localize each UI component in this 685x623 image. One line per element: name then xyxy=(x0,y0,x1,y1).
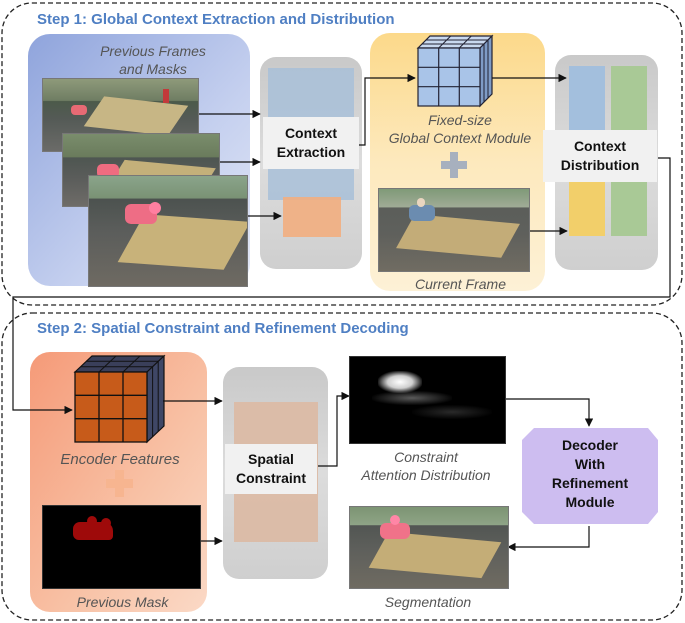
step2-title: Step 2: Spatial Constraint and Refinemen… xyxy=(37,320,409,337)
previous-mask-label: Previous Mask xyxy=(76,594,169,610)
arrow-attention-to-decoder xyxy=(504,398,594,427)
segmentation-label: Segmentation xyxy=(384,594,472,610)
arrow-decoder-to-segmentation xyxy=(507,526,590,552)
constraint-attention-label: Constraint Attention Distribution xyxy=(361,449,491,483)
plus-icon-orange xyxy=(106,470,133,497)
previous-frame-3 xyxy=(88,175,248,287)
spatial-constraint-label: Spatial Constraint xyxy=(225,444,317,494)
encoder-features-cube-icon xyxy=(73,354,166,444)
arrow-distribution-to-encoder xyxy=(12,157,671,415)
previous-mask-image xyxy=(42,505,201,589)
prev-frames-label: Previous Frames and Masks xyxy=(100,43,206,77)
arrow-extraction-to-module xyxy=(356,73,416,146)
encoder-features-label: Encoder Features xyxy=(60,451,180,468)
current-frame-image xyxy=(378,188,530,272)
context-distribution-label: Context Distribution xyxy=(543,130,657,182)
arrow-spatial-to-attention xyxy=(318,391,350,467)
step1-container xyxy=(1,2,683,306)
decoder-label: Decoder With Refinement Module xyxy=(551,437,629,510)
segmentation-image xyxy=(349,506,509,589)
extraction-bar-orange xyxy=(283,197,341,237)
constraint-attention-image xyxy=(349,356,506,444)
global-context-cube-icon xyxy=(416,34,494,108)
plus-icon-gray xyxy=(441,152,467,178)
context-extraction-label: Context Extraction xyxy=(263,117,359,169)
global-context-module-label: Fixed-size Global Context Module xyxy=(388,112,532,146)
current-frame-label: Current Frame xyxy=(414,276,507,292)
step1-title: Step 1: Global Context Extraction and Di… xyxy=(37,11,395,28)
decoder-box xyxy=(522,428,658,524)
